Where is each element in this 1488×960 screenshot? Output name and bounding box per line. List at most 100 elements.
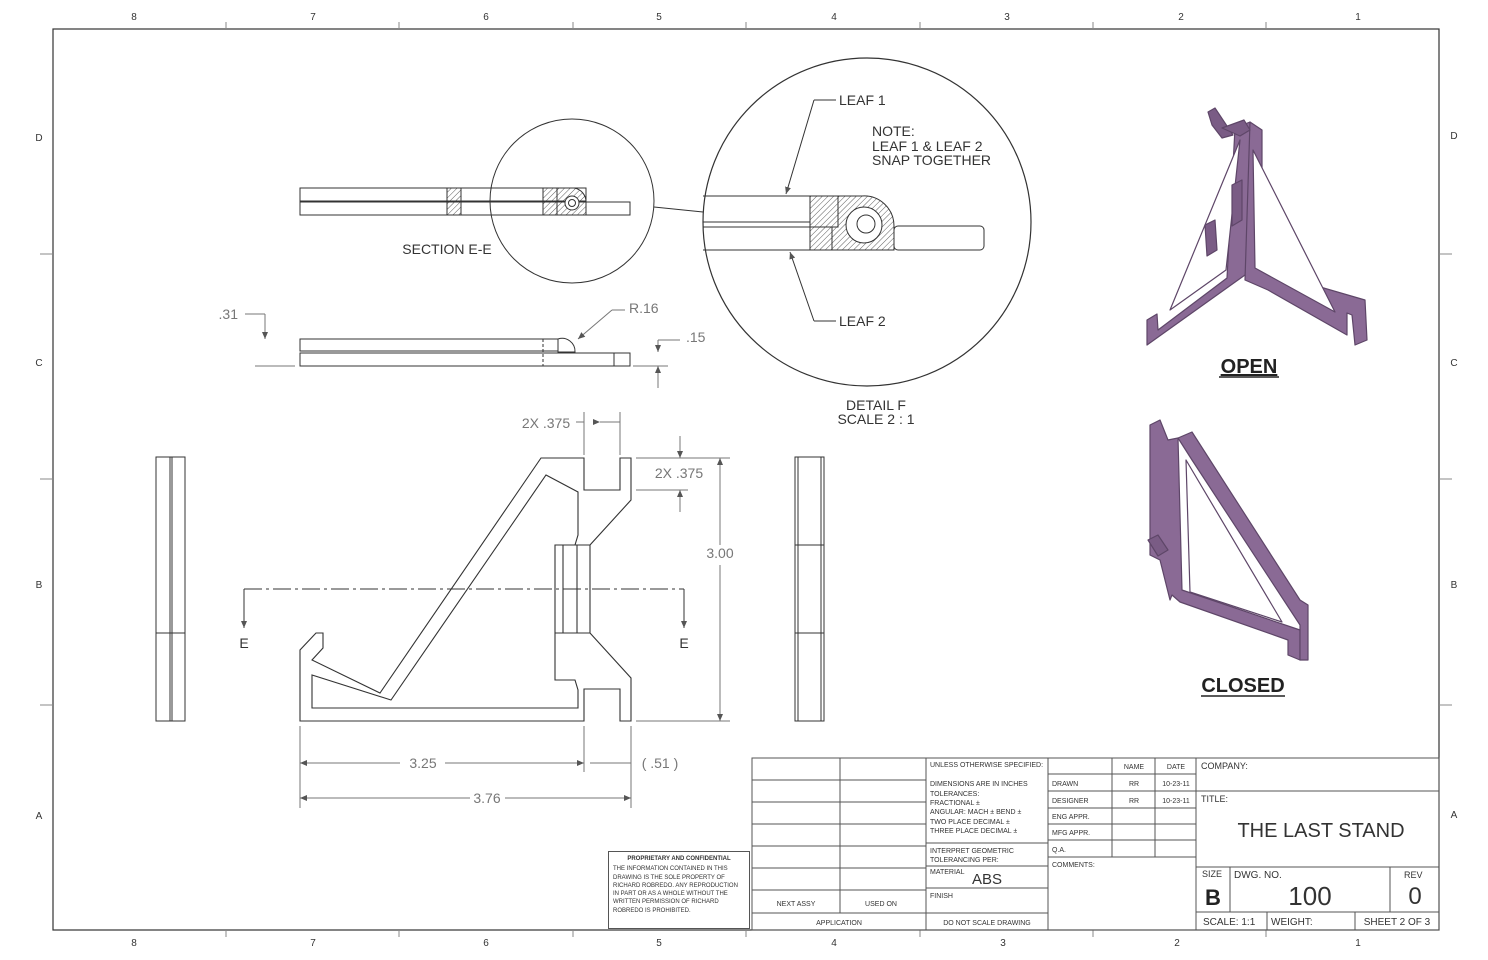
tb-size: B [1205,885,1221,910]
tb-next-assy: NEXT ASSY [777,901,816,908]
tb-fractional: FRACTIONAL ± [930,800,980,807]
tb-dwg-no: 100 [1288,881,1331,911]
tb-used-on: USED ON [865,901,897,908]
zone-col-7-top: 7 [310,12,316,23]
side-view [299,337,631,367]
tb-three-place: THREE PLACE DECIMAL ± [930,828,1017,835]
tb-rev: 0 [1408,883,1421,910]
zone-col-1-top: 1 [1355,12,1361,23]
section-e-e-view [299,187,631,216]
right-end-view [794,456,825,722]
tb-dims-in: DIMENSIONS ARE IN INCHES [930,781,1028,788]
tb-tolerancing: TOLERANCING PER: [930,857,999,864]
iso-closed-label: CLOSED [1201,675,1284,697]
dim-r016: R.16 [629,300,659,316]
dim-slot-height: 2X .375 [655,465,703,481]
dim-015: .15 [686,329,706,345]
detail-f-view [702,57,1032,387]
tb-scale: SCALE: 1:1 [1203,917,1256,928]
zone-row-a-left: A [36,811,43,822]
isometric-open-view [1146,107,1368,346]
zone-col-4-top: 4 [831,12,837,23]
tb-col-date: DATE [1167,764,1185,771]
zone-labels-top: 8 7 6 5 4 3 2 1 [131,12,1361,23]
tb-material: ABS [972,871,1002,888]
zone-col-5-bottom: 5 [656,938,662,949]
zone-row-b-right: B [1451,580,1458,591]
detail-f-callout-circle [489,118,655,284]
detail-f-scale: SCALE 2 : 1 [837,411,914,427]
leaf1-label: LEAF 1 [839,92,886,108]
tb-interpret: INTERPRET GEOMETRIC [930,848,1014,855]
tb-eng-appr: ENG APPR. [1052,814,1090,821]
zone-col-6-bottom: 6 [483,938,489,949]
zone-labels-bottom: 8 7 6 5 4 3 2 1 [131,938,1361,949]
zone-col-3-bottom: 3 [1000,938,1006,949]
tb-designer: DESIGNER [1052,798,1089,805]
section-cut-line [241,588,687,628]
tb-drawn-name: RR [1129,781,1139,788]
tb-drawn-date: 10-23-11 [1162,781,1190,788]
tb-title-label: TITLE: [1201,794,1228,804]
tb-designer-date: 10-23-11 [1162,798,1190,805]
zone-row-d-left: D [35,133,42,144]
zone-col-8-top: 8 [131,12,137,23]
tb-drawn: DRAWN [1052,781,1078,788]
tb-weight: WEIGHT: [1271,917,1313,928]
proprietary-body: THE INFORMATION CONTAINED IN THIS DRAWIN… [613,866,738,914]
dim-slot-width: 2X .375 [522,415,570,431]
tb-unless: UNLESS OTHERWISE SPECIFIED: [930,762,1043,769]
tb-size-label: SIZE [1202,869,1222,879]
zone-row-c-left: C [35,358,42,369]
section-marker-right: E [679,635,688,651]
zone-row-d-right: D [1450,131,1457,142]
zone-col-8-bottom: 8 [131,938,137,949]
tb-finish-label: FINISH [930,893,953,900]
isometric-closed-view [1147,419,1309,661]
side-view-dimensions [245,309,680,388]
front-view [299,457,632,722]
zone-col-2-bottom: 2 [1174,938,1180,949]
zone-row-a-right: A [1451,810,1458,821]
dim-height-300: 3.00 [706,545,733,561]
detail-f-label: DETAIL F [846,397,906,413]
zone-col-2-top: 2 [1178,12,1184,23]
tb-sheet: SHEET 2 OF 3 [1364,917,1431,928]
dim-length-376: 3.76 [473,790,500,806]
zone-ticks [40,22,1452,937]
tb-angular: ANGULAR: MACH ± BEND ± [930,809,1021,816]
detail-leader [653,206,704,213]
zone-col-1-bottom: 1 [1355,938,1361,949]
iso-open-label: OPEN [1221,356,1278,378]
zone-col-4-bottom: 4 [831,938,837,949]
tb-dwg-no-label: DWG. NO. [1234,870,1282,881]
zone-col-7-bottom: 7 [310,938,316,949]
tb-company-label: COMPANY: [1201,761,1248,771]
tb-col-name: NAME [1124,764,1145,771]
tb-rev-label: REV [1404,870,1423,880]
tb-designer-name: RR [1129,798,1139,805]
zone-col-6-top: 6 [483,12,489,23]
tb-application: APPLICATION [816,920,862,927]
note-title: NOTE: [872,123,915,139]
dim-length-051: ( .51 ) [642,755,679,771]
tb-material-label: MATERIAL [930,869,965,876]
tb-do-not-scale: DO NOT SCALE DRAWING [943,920,1031,927]
section-e-e-label: SECTION E-E [402,241,491,257]
section-marker-left: E [239,635,248,651]
tb-comments: COMMENTS: [1052,862,1095,869]
front-view-dimensions [299,412,730,808]
note-line2: SNAP TOGETHER [872,152,991,168]
zone-row-b-left: B [36,580,43,591]
zone-col-3-top: 3 [1004,12,1010,23]
note-line1: LEAF 1 & LEAF 2 [872,138,983,154]
tb-tolerances: TOLERANCES: [930,791,979,798]
tb-qa: Q.A. [1052,847,1066,854]
proprietary-title: PROPRIETARY AND CONFIDENTIAL [627,856,731,862]
dim-length-325: 3.25 [409,755,436,771]
leaf2-label: LEAF 2 [839,313,886,329]
tb-title: THE LAST STAND [1237,820,1404,842]
zone-labels-rows: D C B A D C B A [35,131,1457,822]
zone-col-5-top: 5 [656,12,662,23]
